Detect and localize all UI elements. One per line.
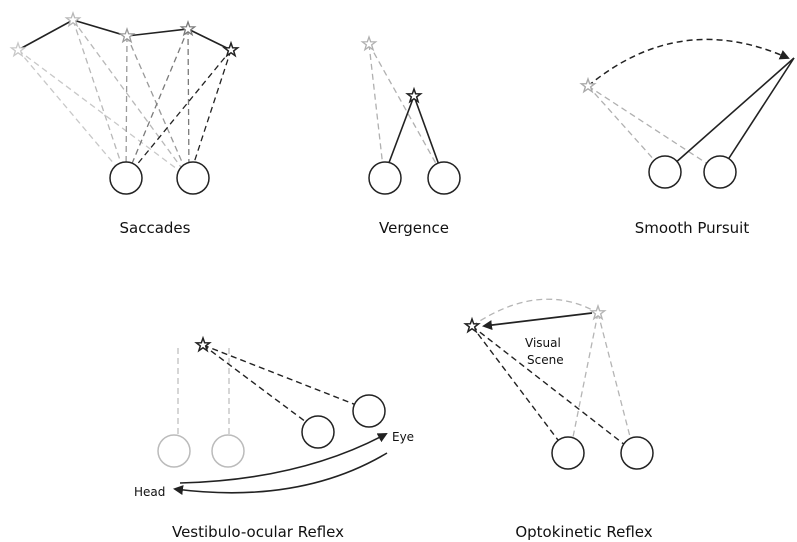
vor-caption: Vestibulo-ocular Reflex: [172, 523, 344, 541]
vor-previous-gaze-lines: [177, 348, 230, 440]
pursuit-current-gaze-lines: [664, 57, 795, 173]
saccades-left-eye-icon: [109, 161, 143, 195]
saccades-right-eye-icon: [176, 161, 210, 195]
vergence-caption: Vergence: [379, 219, 449, 237]
vergence-left-eye-icon: [368, 161, 402, 195]
okr-panel: Visual Scene Optokinetic Reflex: [464, 298, 654, 541]
okr-scene-motion-arrow: [482, 312, 593, 331]
okr-scene-label-line2: Scene: [527, 353, 564, 367]
saccades-caption: Saccades: [120, 219, 191, 237]
smooth-pursuit-caption: Smooth Pursuit: [635, 219, 750, 237]
okr-current-gaze-lines: [471, 325, 635, 453]
vergence-near-target-star-icon: [406, 88, 422, 103]
saccades-target-2-star-icon: [65, 12, 81, 27]
okr-left-eye-icon: [551, 436, 585, 470]
saccades-gaze-lines: [17, 19, 232, 179]
smooth-pursuit-panel: Smooth Pursuit: [580, 38, 795, 237]
okr-caption: Optokinetic Reflex: [515, 523, 652, 541]
okr-scene-arc: [471, 298, 599, 327]
okr-start-target-star-icon: [590, 305, 606, 320]
vergence-gaze-lines: [368, 43, 444, 177]
saccades-panel: Saccades: [10, 12, 239, 237]
pursuit-right-eye-icon: [703, 155, 737, 189]
okr-scene-label-line1: Visual: [525, 336, 561, 350]
vor-previous-right-eye-icon: [211, 434, 245, 468]
vor-head-label: Head: [134, 485, 165, 499]
vergence-panel: Vergence: [361, 36, 461, 237]
pursuit-previous-gaze-lines: [587, 85, 721, 173]
vor-current-gaze-lines: [202, 344, 370, 432]
vergence-right-eye-icon: [427, 161, 461, 195]
vor-current-right-eye-icon: [352, 394, 386, 428]
vor-current-left-eye-icon: [301, 415, 335, 449]
saccades-target-5-star-icon: [223, 42, 239, 57]
pursuit-trajectory-arc: [587, 38, 790, 87]
vor-eye-rotation-arrow: [179, 433, 388, 484]
vor-eye-label: Eye: [392, 430, 414, 444]
okr-previous-gaze-lines: [569, 312, 635, 453]
vor-head-rotation-arrow: [173, 452, 388, 495]
okr-right-eye-icon: [620, 436, 654, 470]
vor-panel: Eye Head Vestibulo-ocular Reflex: [134, 337, 414, 541]
vor-previous-left-eye-icon: [157, 434, 191, 468]
pursuit-left-eye-icon: [648, 155, 682, 189]
